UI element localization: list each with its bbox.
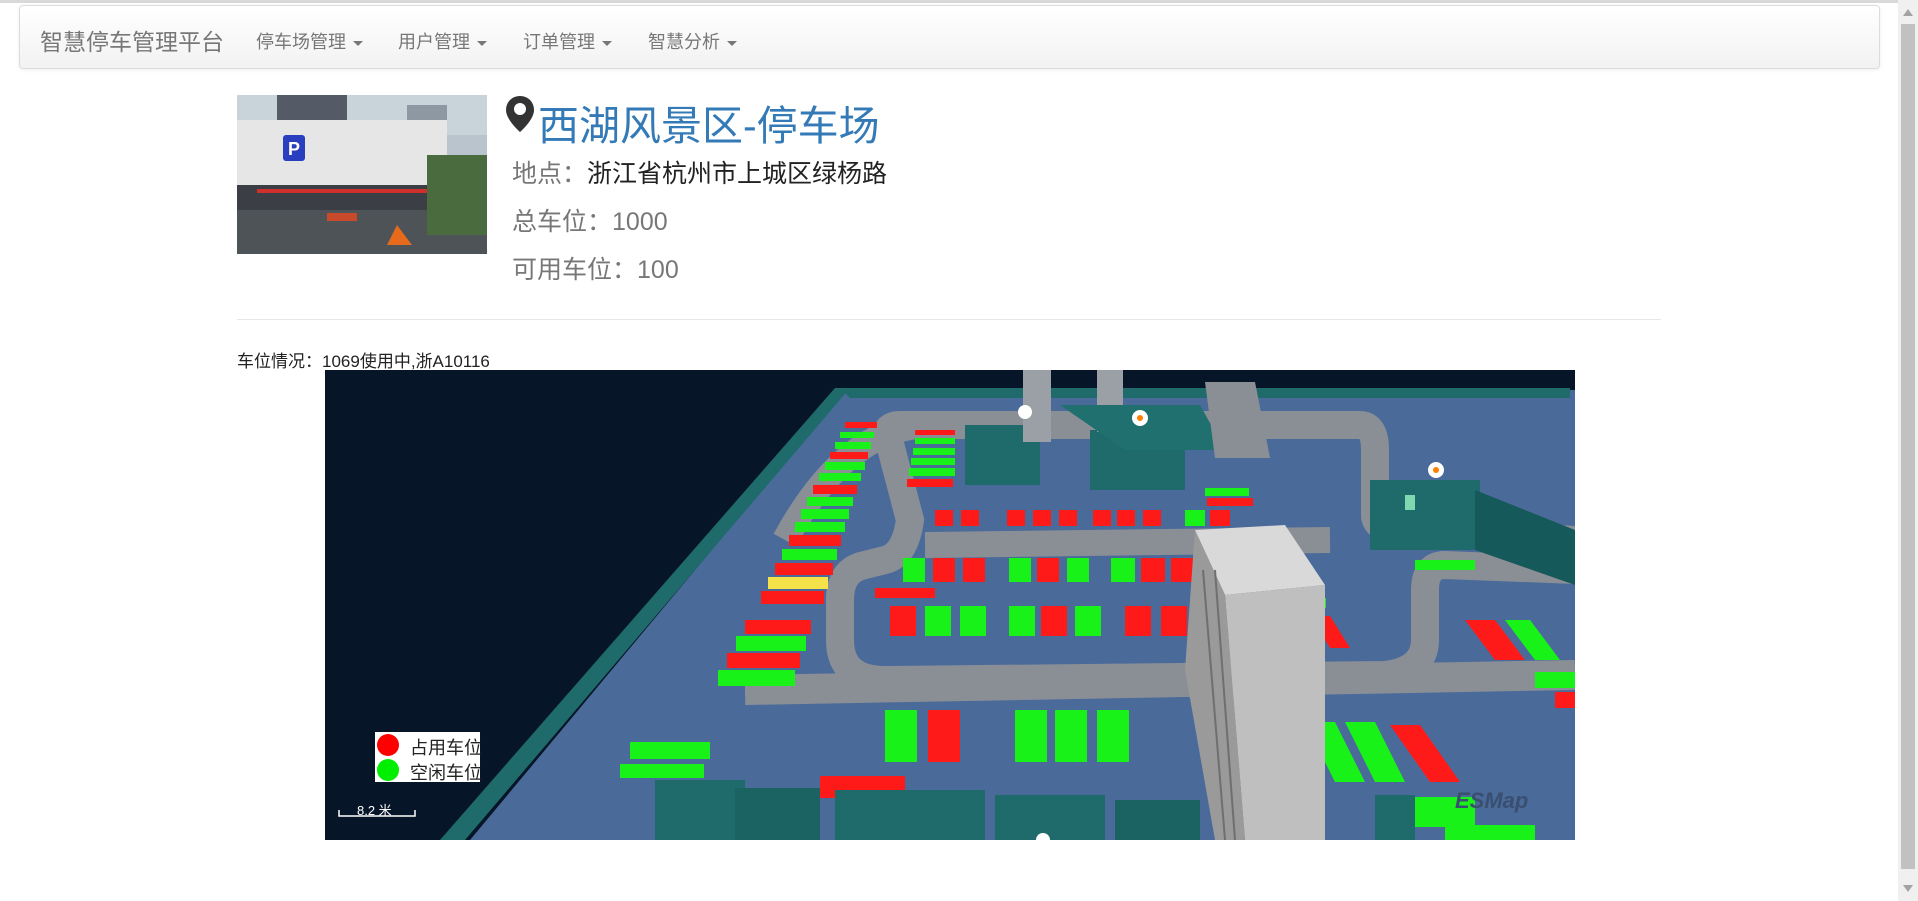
legend-occupied: 占用车位 bbox=[375, 732, 482, 758]
section-divider bbox=[237, 319, 1661, 320]
outer-wall-top bbox=[840, 388, 1570, 398]
menu-order-management[interactable]: 订单管理 bbox=[523, 28, 612, 54]
legend-label: 空闲车位 bbox=[410, 763, 482, 783]
menu-user-management[interactable]: 用户管理 bbox=[398, 28, 487, 54]
top-navbar: 智慧停车管理平台 停车场管理 用户管理 订单管理 智慧分析 bbox=[19, 5, 1880, 69]
scroll-thumb[interactable] bbox=[1901, 24, 1915, 869]
outer-wall-left bbox=[440, 388, 850, 840]
lot-address-line: 地点：浙江省杭州市上城区绿杨路 bbox=[512, 154, 887, 190]
parking-sign-icon: P bbox=[288, 139, 300, 159]
status-label: 车位情况： bbox=[237, 352, 322, 371]
parking-3d-map[interactable]: 占用车位 空闲车位 8.2 米 ESMap bbox=[325, 370, 1575, 840]
total-label: 总车位： bbox=[512, 208, 613, 236]
map-legend: 占用车位 空闲车位 bbox=[375, 732, 482, 783]
lot-available-line: 可用车位：100 bbox=[512, 250, 679, 286]
scroll-down-icon[interactable] bbox=[1903, 885, 1913, 892]
map-pin-icon bbox=[506, 96, 534, 132]
parking-spaces-middle-block bbox=[875, 558, 1575, 708]
menu-label: 停车场管理 bbox=[256, 32, 346, 52]
space-status-line: 车位情况：1069使用中,浙A10116 bbox=[237, 347, 490, 372]
page-scrollbar[interactable] bbox=[1898, 0, 1918, 901]
caret-down-icon bbox=[353, 40, 363, 46]
menu-label: 用户管理 bbox=[398, 32, 470, 52]
occupied-dot-icon bbox=[377, 734, 399, 756]
tower-building bbox=[1185, 525, 1325, 840]
brand-title[interactable]: 智慧停车管理平台 bbox=[40, 29, 224, 55]
free-dot-icon bbox=[377, 759, 399, 781]
menu-smart-analysis[interactable]: 智慧分析 bbox=[648, 28, 737, 54]
camera-marker-icon[interactable] bbox=[1036, 833, 1050, 840]
window-top-border bbox=[0, 0, 1898, 3]
caret-down-icon bbox=[727, 40, 737, 46]
legend-free: 空闲车位 bbox=[375, 757, 482, 783]
scroll-up-icon[interactable] bbox=[1903, 9, 1913, 16]
driveway-lower bbox=[744, 660, 1575, 705]
caret-down-icon bbox=[477, 40, 487, 46]
menu-label: 智慧分析 bbox=[648, 32, 720, 52]
menu-label: 订单管理 bbox=[523, 32, 595, 52]
map-canvas[interactable] bbox=[325, 370, 1575, 840]
driveway-loop bbox=[826, 411, 1575, 695]
esmap-logo: ESMap bbox=[1455, 788, 1529, 813]
status-text: 1069使用中,浙A10116 bbox=[322, 352, 490, 371]
scale-label: 8.2 米 bbox=[357, 803, 392, 818]
menu-parking-lot-management[interactable]: 停车场管理 bbox=[256, 28, 363, 54]
parking-lot-name[interactable]: 西湖风景区-停车场 bbox=[538, 103, 880, 149]
legend-label: 占用车位 bbox=[410, 738, 482, 758]
address-label: 地点： bbox=[512, 160, 588, 188]
total-value: 1000 bbox=[612, 208, 668, 236]
available-value: 100 bbox=[637, 256, 679, 284]
caret-down-icon bbox=[602, 40, 612, 46]
parking-spaces-left-column bbox=[620, 422, 877, 778]
lot-total-line: 总车位：1000 bbox=[512, 202, 668, 238]
available-label: 可用车位： bbox=[512, 256, 638, 284]
parking-spaces-top-block bbox=[907, 430, 1253, 526]
map-scale-bar: 8.2 米 bbox=[337, 800, 416, 818]
address-value: 浙江省杭州市上城区绿杨路 bbox=[587, 160, 888, 188]
camera-marker-icon[interactable] bbox=[1018, 405, 1032, 419]
parking-lot-photo: P bbox=[237, 95, 487, 254]
